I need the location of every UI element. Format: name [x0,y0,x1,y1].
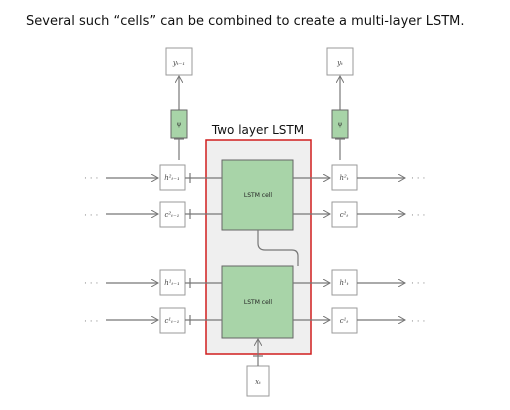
c1-curr-label: c¹ₜ [340,317,349,325]
ellipsis-left-h1: · · · [84,279,98,289]
h1-curr-box [331,269,358,296]
psi-curr-label: ψ [338,121,343,128]
h2-curr-label: h²ₜ [339,174,348,182]
c1-prev-box [159,307,186,334]
ellipsis-left-c1: · · · [84,317,98,327]
c1-prev-label: c¹ₜ₋₁ [165,317,180,325]
h1-prev-box [159,269,186,296]
output-prev-box [165,47,193,76]
ellipsis-left-h2: · · · [84,174,98,184]
h1-curr-label: h¹ₜ [339,279,348,287]
ellipsis-right-h1: · · · [411,279,425,289]
c2-curr-box [331,201,358,228]
h2-prev-label: h²ₜ₋₁ [164,174,180,182]
ellipsis-right-h2: · · · [411,174,425,184]
output-curr-label: yₜ [336,59,343,67]
h1-prev-label: h¹ₜ₋₁ [164,279,180,287]
psi-prev-box [170,109,188,139]
h2-curr-box [331,164,358,191]
lstm-cell-layer-1 [221,265,294,339]
lstm-cell-layer-1-label: LSTM cell [244,299,273,306]
c2-prev-label: c²ₜ₋₁ [165,211,180,219]
h2-prev-box [159,164,186,191]
psi-prev-label: ψ [177,121,182,128]
caption-text: Several such “cells” can be combined to … [26,14,465,29]
diagram-title: Two layer LSTM [211,123,304,137]
lstm-cell-layer-2-label: LSTM cell [244,192,273,199]
output-prev-label: yₜ₋₁ [172,59,185,67]
layer-connector [257,230,299,266]
ellipsis-right-c1: · · · [411,317,425,327]
c2-curr-label: c²ₜ [340,211,349,219]
input-label: xₜ [255,378,261,386]
ellipsis-left-c2: · · · [84,211,98,221]
c2-prev-box [159,201,186,228]
ellipsis-right-c2: · · · [411,211,425,221]
psi-curr-box [331,109,349,139]
